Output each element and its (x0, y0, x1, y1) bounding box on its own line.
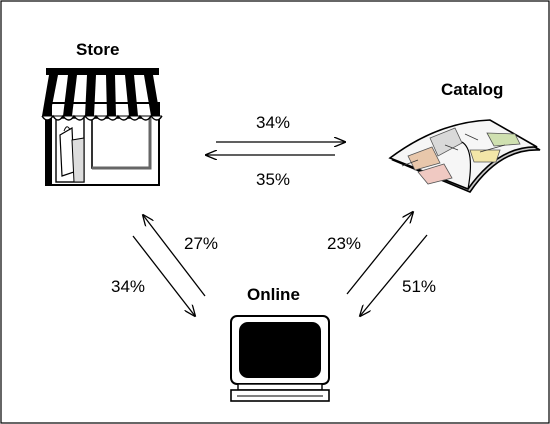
flow-online-to-store-value: 27% (184, 234, 219, 253)
flow-online-to-catalog-value: 23% (327, 234, 362, 253)
flow-catalog-to-online-value: 51% (402, 277, 437, 296)
online-label: Online (247, 285, 300, 304)
open-catalog-icon (388, 119, 541, 193)
flow-store-to-online-value: 34% (111, 277, 146, 296)
computer-monitor-icon (230, 315, 330, 402)
storefront-icon (41, 68, 163, 186)
catalog-label: Catalog (441, 80, 504, 99)
arrow-store-to-online (132, 235, 195, 316)
store-label: Store (76, 40, 120, 59)
arrow-online-to-store (143, 215, 206, 297)
arrow-catalog-to-online (360, 234, 428, 316)
flow-store-to-catalog-value: 34% (256, 113, 291, 132)
flow-catalog-to-store-value: 35% (256, 170, 291, 189)
arrow-online-to-catalog (346, 212, 413, 295)
flow-arrows (132, 142, 428, 316)
